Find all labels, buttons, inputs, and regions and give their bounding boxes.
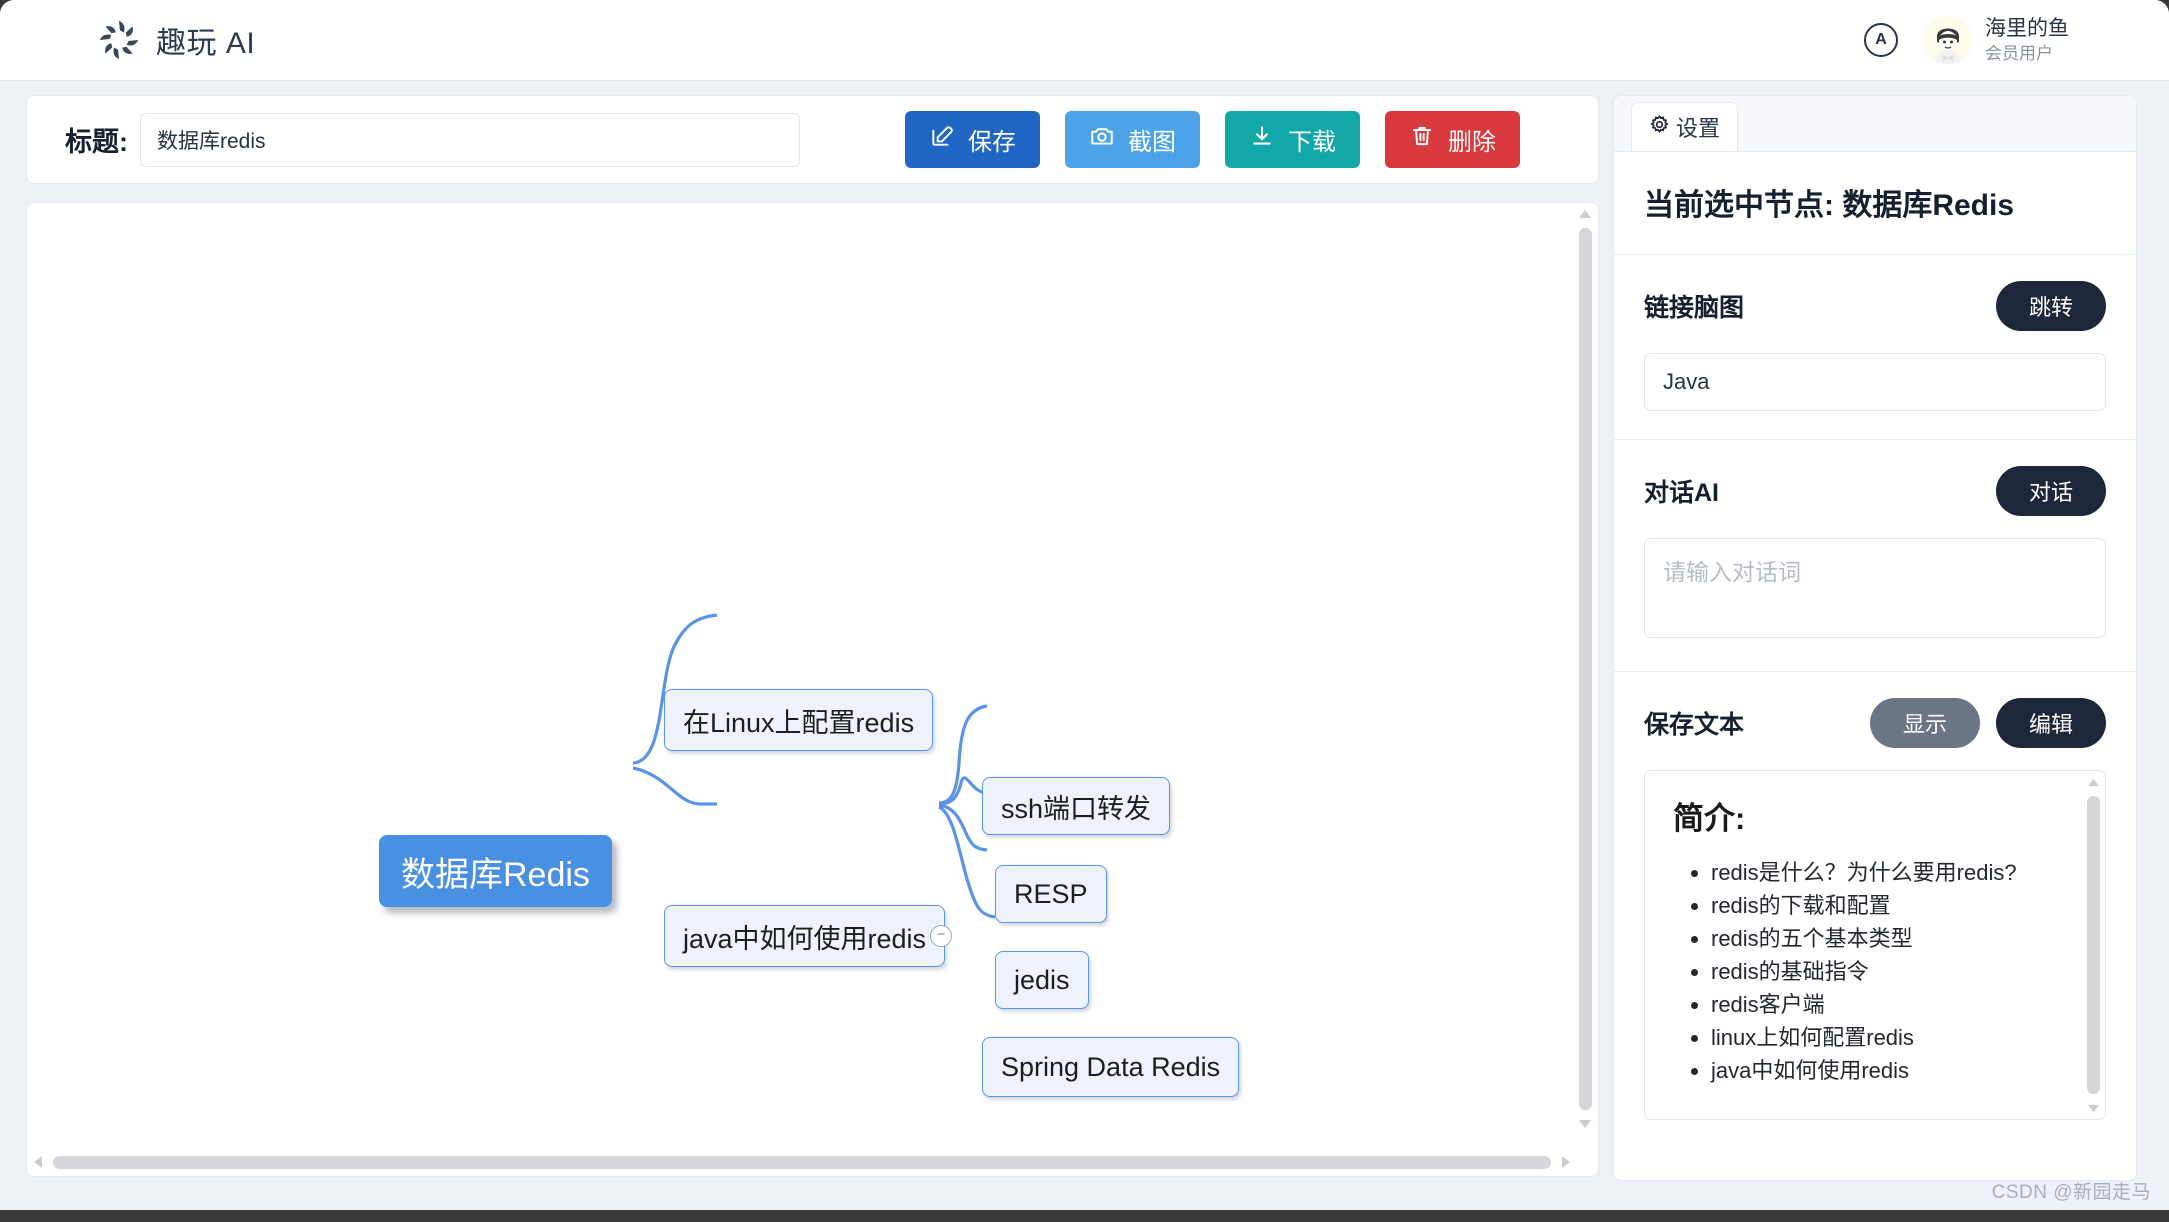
mindmap-node-ssh-forward[interactable]: ssh端口转发 (982, 777, 1171, 835)
scroll-right-arrow-icon[interactable] (1557, 1153, 1575, 1171)
mindmap-node-java-usage[interactable]: java中如何使用redis (664, 905, 946, 967)
text-section-row: 保存文本 显示 编辑 (1644, 698, 2106, 748)
saved-text-section: 保存文本 显示 编辑 简介: redis是什么？为什么要用redis? redi… (1614, 672, 2136, 1148)
selected-node-heading: 当前选中节点: 数据库Redis (1644, 189, 2015, 222)
scroll-up-arrow-icon[interactable] (1576, 205, 1594, 223)
user-role: 会员用户 (1985, 43, 2053, 63)
edit-button[interactable]: 编辑 (1996, 698, 2106, 748)
brand-logo[interactable]: 趣玩 AI (96, 17, 255, 63)
download-button-label: 下载 (1288, 129, 1336, 156)
chat-prompt-textarea[interactable] (1644, 538, 2106, 638)
chat-ai-section: 对话AI 对话 (1614, 440, 2136, 672)
save-button-label: 保存 (968, 129, 1016, 156)
camera-icon (1089, 123, 1115, 156)
mindmap-root-node[interactable]: 数据库Redis (379, 835, 612, 907)
trash-icon (1409, 123, 1435, 156)
screenshot-button-label: 截图 (1128, 129, 1176, 156)
user-meta: 海里的鱼 会员用户 (1985, 16, 2069, 64)
scroll-down-arrow-icon[interactable] (1576, 1115, 1594, 1133)
delete-button[interactable]: 删除 (1385, 111, 1520, 168)
brand-name: 趣玩 AI (156, 27, 256, 60)
download-icon (1249, 123, 1275, 156)
top-header-bar: 趣玩 AI A (0, 0, 2169, 81)
chat-section-row: 对话AI 对话 (1644, 466, 2106, 516)
mindmap-node-spring-data-redis[interactable]: Spring Data Redis (982, 1037, 1240, 1097)
mindmap-canvas[interactable]: 数据库Redis 在Linux上配置redis java中如何使用redis −… (26, 202, 1599, 1177)
list-item: redis的五个基本类型 (1711, 922, 2077, 955)
saved-text-scroll-thumb[interactable] (2086, 796, 2100, 1094)
download-button[interactable]: 下载 (1225, 111, 1360, 168)
list-item: linux上如何配置redis (1711, 1021, 2077, 1054)
avatar (1924, 16, 1972, 64)
tab-settings[interactable]: 设置 (1631, 102, 1739, 151)
canvas-hscroll-thumb[interactable] (53, 1155, 1551, 1169)
delete-button-label: 删除 (1448, 129, 1496, 156)
chat-section-label: 对话AI (1644, 479, 1720, 507)
link-mindmap-section: 链接脑图 跳转 (1614, 255, 2136, 440)
mindmap-node-jedis[interactable]: jedis (995, 951, 1089, 1009)
link-section-label: 链接脑图 (1644, 294, 1745, 322)
mindmap-node-label: jedis (1014, 964, 1070, 995)
account-badge-letter: A (1875, 31, 1887, 48)
title-toolbar: 标题: 保存 (26, 95, 1599, 184)
collapse-toggle-button[interactable]: − (930, 925, 952, 947)
link-mindmap-input[interactable] (1644, 353, 2106, 411)
settings-panel: 设置 当前选中节点: 数据库Redis 链接脑图 跳转 对话AI 对话 保存文本 (1613, 95, 2137, 1181)
canvas-horizontal-scrollbar[interactable] (29, 1150, 1575, 1174)
mindmap-node-label: java中如何使用redis (683, 923, 927, 954)
mindmap-node-label: ssh端口转发 (1001, 793, 1152, 824)
mindmap-node-linux-config[interactable]: 在Linux上配置redis (664, 689, 934, 751)
saved-text-box[interactable]: 简介: redis是什么？为什么要用redis? redis的下载和配置 red… (1644, 770, 2106, 1120)
saved-text-content: 简介: redis是什么？为什么要用redis? redis的下载和配置 red… (1645, 771, 2105, 1119)
editor-column: 标题: 保存 (26, 95, 1599, 1177)
title-label: 标题: (65, 127, 128, 157)
canvas-vscroll-thumb[interactable] (1578, 228, 1592, 1110)
mindmap-node-label: 在Linux上配置redis (683, 707, 915, 738)
scroll-left-arrow-icon[interactable] (29, 1153, 47, 1171)
scroll-down-arrow-icon[interactable] (2084, 1099, 2102, 1117)
user-profile[interactable]: 海里的鱼 会员用户 (1924, 16, 2069, 64)
scroll-up-arrow-icon[interactable] (2084, 773, 2102, 791)
text-section-buttons: 显示 编辑 (1870, 698, 2106, 748)
doc-title: 简介: (1673, 801, 1746, 836)
watermark: CSDN @新园走马 (1991, 1182, 2151, 1203)
mindmap-root-node-label: 数据库Redis (401, 855, 590, 894)
header-right-cluster: A 海里的鱼 (1864, 16, 2069, 64)
list-item: redis是什么？为什么要用redis? (1711, 856, 2077, 889)
selected-node-header: 当前选中节点: 数据库Redis (1614, 152, 2136, 255)
user-name: 海里的鱼 (1985, 17, 2069, 41)
chat-button[interactable]: 对话 (1996, 466, 2106, 516)
text-section-label: 保存文本 (1644, 711, 1745, 739)
pinwheel-logo-icon (96, 17, 142, 63)
doc-bullet-list: redis是什么？为什么要用redis? redis的下载和配置 redis的五… (1673, 856, 2077, 1087)
link-section-row: 链接脑图 跳转 (1644, 281, 2106, 331)
mindmap-node-resp[interactable]: RESP (995, 865, 1107, 923)
mindmap-node-label: Spring Data Redis (1001, 1051, 1221, 1082)
list-item: redis的下载和配置 (1711, 889, 2077, 922)
tab-settings-label: 设置 (1676, 116, 1721, 141)
action-button-row: 保存 截图 (905, 111, 1520, 168)
jump-button[interactable]: 跳转 (1996, 281, 2106, 331)
gear-icon (1649, 114, 1670, 141)
account-circle-icon[interactable]: A (1864, 23, 1898, 57)
mindmap-connector-lines (632, 613, 996, 919)
mindmap-node-label: RESP (1014, 878, 1088, 909)
saved-text-scrollbar[interactable] (2083, 773, 2103, 1117)
pencil-square-icon (929, 123, 955, 156)
list-item: redis的基础指令 (1711, 955, 2077, 988)
panel-tabbar: 设置 (1614, 96, 2136, 152)
list-item: redis客户端 (1711, 988, 2077, 1021)
screenshot-button[interactable]: 截图 (1065, 111, 1200, 168)
save-button[interactable]: 保存 (905, 111, 1040, 168)
title-input[interactable] (140, 112, 800, 167)
canvas-vertical-scrollbar[interactable] (1574, 205, 1596, 1133)
list-item: java中如何使用redis (1711, 1054, 2077, 1087)
show-button[interactable]: 显示 (1870, 698, 1980, 748)
